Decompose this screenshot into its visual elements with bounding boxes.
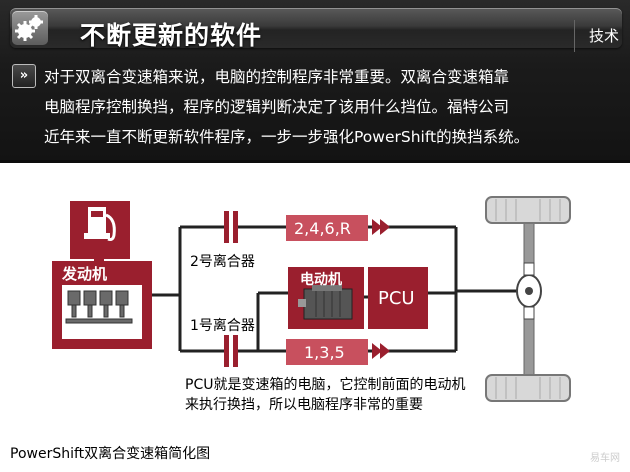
figure-title: PowerShift双离合变速箱简化图 xyxy=(10,446,211,462)
odd-gear-label: 1,3,5 xyxy=(304,343,345,362)
caption-line: 来执行换挡，所以电脑程序非常的重要 xyxy=(185,397,423,413)
pcu-label: PCU xyxy=(378,288,415,309)
clutch-1 xyxy=(224,335,238,367)
title-bar: 不断更新的软件 技术 xyxy=(10,8,622,52)
tag-divider xyxy=(574,20,575,52)
clutch-2-label: 2号离合器 xyxy=(190,254,255,270)
intro-paragraph: 对于双离合变速箱来说，电脑的控制程序非常重要。双离合变速箱靠 电脑程序控制换挡，… xyxy=(44,62,624,152)
engine-block xyxy=(52,261,152,349)
gear-icon xyxy=(12,11,48,45)
header-panel: 不断更新的软件 技术 » 对于双离合变速箱来说，电脑的控制程序非常重要。双离合变… xyxy=(0,0,630,163)
cylinder-icon xyxy=(65,290,133,324)
transmission-diagram: 发动机 电动机 PCU 2,4,6,R 1,3,5 2号离合器 1号离合器 PC… xyxy=(0,163,630,472)
category-tag[interactable]: 技术 xyxy=(588,27,619,45)
pcu-block xyxy=(368,267,428,329)
clutch-1-label: 1号离合器 xyxy=(190,318,255,334)
electric-motor-block xyxy=(288,267,364,329)
diagram-caption: PCU就是变速箱的电脑，它控制前面的电动机 来执行换挡，所以电脑程序非常的重要 xyxy=(185,375,525,415)
diagram-graphics xyxy=(52,196,571,402)
clutch-2 xyxy=(224,211,238,243)
even-gear-label: 2,4,6,R xyxy=(294,219,351,238)
fuel-pump-icon xyxy=(70,201,130,259)
engine-label: 发动机 xyxy=(62,265,108,283)
watermark: 易车网 xyxy=(590,453,620,464)
double-chevron-icon: » xyxy=(12,64,36,88)
motor-label: 电动机 xyxy=(300,272,342,288)
even-gear-set xyxy=(286,215,390,241)
odd-gear-set xyxy=(286,339,390,365)
page-title: 不断更新的软件 xyxy=(80,21,263,50)
intro-line: 对于双离合变速箱来说，电脑的控制程序非常重要。双离合变速箱靠 xyxy=(44,68,510,86)
caption-line: PCU就是变速箱的电脑，它控制前面的电动机 xyxy=(185,377,466,393)
intro-line: 近年来一直不断更新软件程序，一步一步强化PowerShift的换挡系统。 xyxy=(44,128,530,146)
intro-line: 电脑程序控制换挡，程序的逻辑判断决定了该用什么挡位。福特公司 xyxy=(44,98,510,116)
axle-assembly xyxy=(485,196,571,402)
